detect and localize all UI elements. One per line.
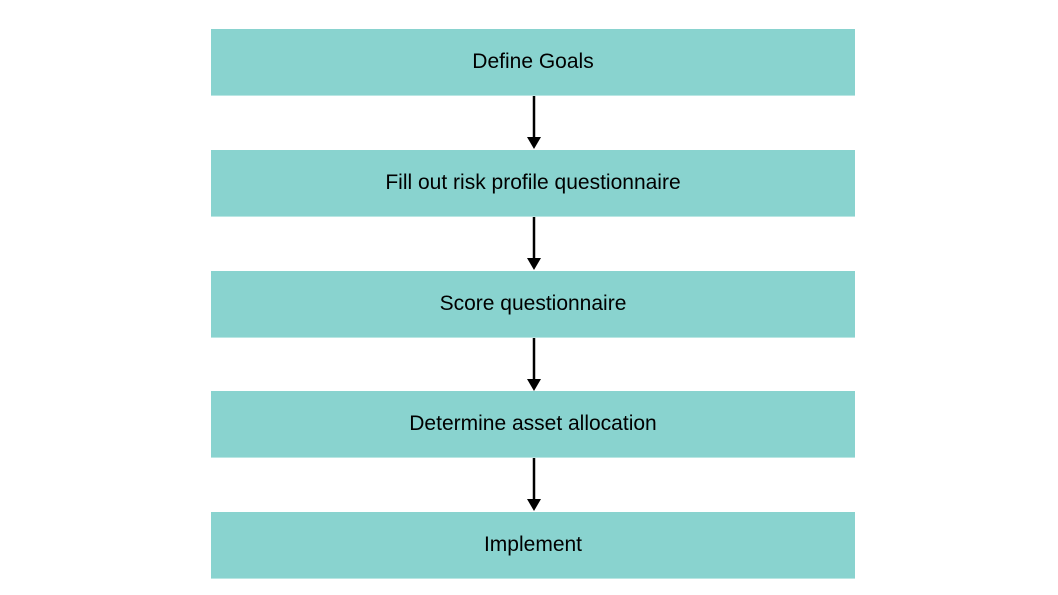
step-label: Implement <box>483 533 583 556</box>
step-label: Determine asset allocation <box>409 412 657 435</box>
arrow-connector <box>525 338 543 392</box>
step-define-goals: Define Goals <box>211 29 855 96</box>
step-label: Score questionnaire <box>439 292 627 315</box>
step-fill-out-questionnaire: Fill out risk profile questionnaire <box>211 150 855 217</box>
arrow-connector <box>525 458 543 512</box>
step-determine-asset-allocation: Determine asset allocation <box>211 391 855 458</box>
step-implement: Implement <box>211 512 855 579</box>
step-label: Define Goals <box>472 50 594 73</box>
arrow-connector <box>525 217 543 271</box>
arrow-connector <box>525 96 543 150</box>
step-score-questionnaire: Score questionnaire <box>211 271 855 338</box>
step-label: Fill out risk profile questionnaire <box>385 171 681 194</box>
